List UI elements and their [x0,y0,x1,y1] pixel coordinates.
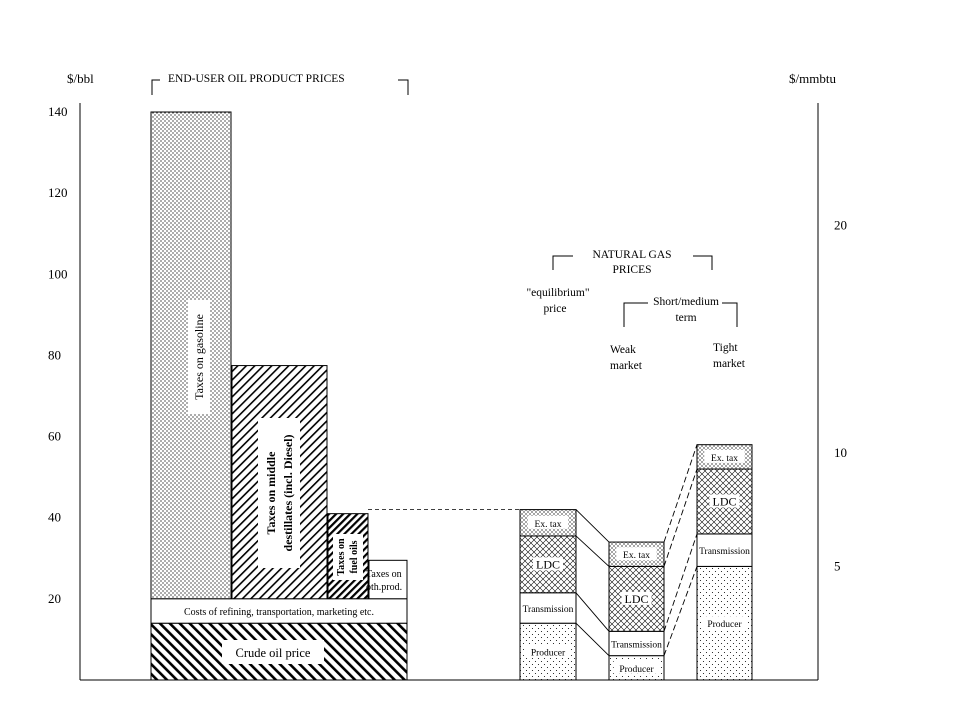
gas-segment-label-0-1: Transmission [523,605,574,615]
short-medium-bracket: Short/medium term [623,296,738,327]
right-unit-label: $/mmbtu [789,71,836,86]
gas-group-bracket: NATURAL GAS PRICES [552,249,713,276]
gas-label-box-1-3 [616,547,657,561]
left-tick-label: 40 [48,510,61,525]
left-ticks: 20 40 60 80 100 120 140 [48,104,68,606]
oil-bar-label-other-1: Taxes on [366,569,402,580]
gas-segment-label-1-1: Transmission [611,640,662,650]
right-tick-label: 10 [834,445,847,460]
gas-segment-label-2-1: Transmission [699,547,750,557]
connector-1-1 [663,533,698,632]
oil-group-bracket: END-USER OIL PRODUCT PRICES [151,73,409,95]
gas-group-label-line1: NATURAL GAS [592,249,671,261]
connector-0-0 [575,622,610,656]
label-box-fuel [333,534,363,580]
label-box-middle [258,418,300,568]
oil-bar-label-other-2: oth.prod. [366,582,402,593]
left-tick-label: 60 [48,429,61,444]
left-unit-label: $/bbl [67,71,94,86]
crude-oil-label: Crude oil price [236,646,311,660]
gas-label-box-0-1 [521,600,575,614]
oil-bar-label-middle-2: destillates (incl. Diesel) [281,435,295,552]
gas-header-weak-2: market [610,360,643,372]
gas-segment-label-0-0: Producer [531,649,566,659]
connector-0-3 [575,509,610,543]
gas-label-box-0-0 [525,644,571,658]
connector-1-3 [663,444,698,543]
gas-segment-label-2-0: Producer [707,620,742,630]
costs-layer [150,598,408,624]
oil-bar-label-gasoline: Taxes on gasoline [192,314,206,400]
gas-segment-label-2-2: LDC [713,494,737,508]
gas-label-box-2-3 [704,449,745,463]
gas-segment-label-0-3: Ex. tax [535,520,562,530]
gas-label-box-1-2 [621,591,652,605]
gas-segment-label-1-2: LDC [625,592,649,606]
connector-0-1 [575,592,610,632]
oil-group-label: END-USER OIL PRODUCT PRICES [168,73,345,85]
gas-header-tight-1: Tight [713,342,738,354]
gas-label-box-2-1 [698,543,751,557]
short-medium-label-line1: Short/medium [653,296,719,308]
crude-label-box [222,640,324,664]
gas-header-tight-2: market [713,358,746,370]
connector-1-2 [663,468,698,567]
gas-connectors [575,444,698,656]
gas-header-weak-1: Weak [610,344,636,356]
gas-segment-label-1-3: Ex. tax [623,551,650,561]
oil-bar-label-fuel-2: fuel oils [349,540,360,573]
costs-label: Costs of refining, transportation, marke… [184,607,374,618]
gas-header-equilibrium-1: "equilibrium" [526,287,589,299]
gas-segment-label-0-2: LDC [536,557,560,571]
gas-segment-label-2-3: Ex. tax [711,454,738,464]
gas-header-equilibrium-2: price [544,303,567,315]
gas-label-box-0-2 [533,557,563,571]
gas-group-label-line2: PRICES [613,264,652,276]
gas-label-box-1-0 [613,660,660,674]
right-ticks: 5 10 20 [834,218,847,574]
left-tick-label: 120 [48,185,68,200]
left-tick-label: 100 [48,266,68,281]
oil-base-layers: Crude oil price Costs of refining, transp… [150,598,408,681]
gas-label-box-2-0 [701,616,748,630]
left-tick-label: 20 [48,591,61,606]
gas-label-box-2-2 [709,494,740,508]
left-tick-label: 80 [48,347,61,362]
short-medium-label-line2: term [675,312,696,324]
oil-bar-3 [368,559,408,600]
connector-0-2 [575,535,610,567]
oil-bar-label-middle-1: Taxes on middle [264,451,278,535]
gas-segment-label-1-0: Producer [619,665,654,675]
right-tick-label: 20 [834,218,847,233]
label-box-gasoline [188,300,210,414]
gas-label-box-1-1 [610,636,663,650]
oil-bar-label-fuel-1: Taxes on [336,538,347,576]
gas-label-box-0-3 [527,515,569,529]
right-tick-label: 5 [834,558,841,573]
connector-1-0 [663,566,698,656]
left-tick-label: 140 [48,104,68,119]
